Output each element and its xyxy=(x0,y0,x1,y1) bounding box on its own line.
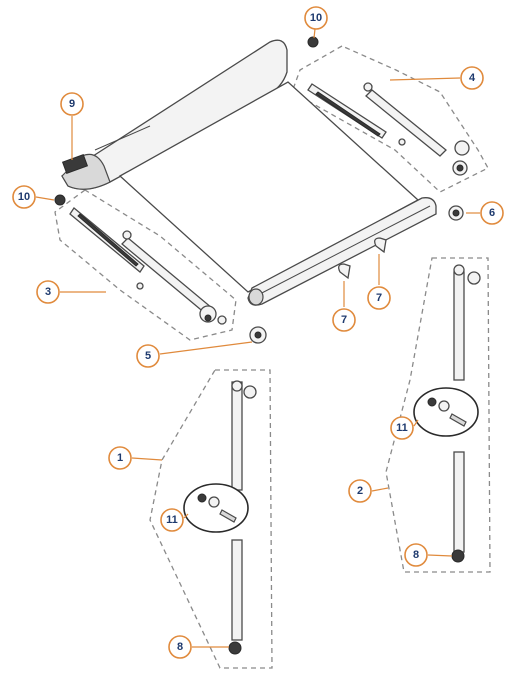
callout-number: 7 xyxy=(341,314,347,326)
clip-left xyxy=(338,263,351,280)
end-cap-top xyxy=(307,36,319,48)
callout-ring xyxy=(404,543,428,567)
callout-c10a: 10 xyxy=(304,6,328,30)
end-cap-left xyxy=(54,194,66,206)
callout-ring xyxy=(168,635,192,659)
leader-1 xyxy=(131,457,163,461)
callout-ring xyxy=(460,66,484,90)
callout-ring xyxy=(36,280,60,304)
callout-ring xyxy=(348,479,372,503)
callout-c11b: 11 xyxy=(390,416,414,440)
callout-c3: 3 xyxy=(36,280,60,304)
group-3-parts xyxy=(69,207,227,325)
oval-inset-left xyxy=(183,483,249,533)
callout-c2: 2 xyxy=(348,479,372,503)
callout-number: 6 xyxy=(489,207,495,219)
callout-c1: 1 xyxy=(108,446,132,470)
leader-5 xyxy=(159,341,253,355)
callout-number: 8 xyxy=(413,549,419,561)
callout-c7b: 7 xyxy=(367,286,391,310)
callout-c6: 6 xyxy=(480,201,504,225)
callout-ring xyxy=(60,92,84,116)
callout-ring xyxy=(108,446,132,470)
oval-inset-right xyxy=(413,387,479,437)
callout-number: 3 xyxy=(45,286,51,298)
callout-ring xyxy=(160,508,184,532)
callout-ring xyxy=(332,308,356,332)
callout-c4: 4 xyxy=(460,66,484,90)
callout-number: 4 xyxy=(469,72,476,84)
clip-right xyxy=(374,237,387,254)
callout-number: 10 xyxy=(18,191,30,203)
callout-number: 1 xyxy=(117,452,123,464)
callout-c11a: 11 xyxy=(160,508,184,532)
callout-number: 8 xyxy=(177,641,183,653)
end-cap-front xyxy=(249,326,267,344)
callout-number: 10 xyxy=(310,12,322,24)
group-2-parts xyxy=(451,264,481,563)
callout-c7a: 7 xyxy=(332,308,356,332)
group-outline-1 xyxy=(149,369,273,669)
leader-10-left xyxy=(35,196,55,201)
callout-number: 7 xyxy=(376,292,382,304)
callout-number: 2 xyxy=(357,485,363,497)
callout-number: 5 xyxy=(145,350,151,362)
callout-number: 9 xyxy=(69,98,75,110)
callout-c8a: 8 xyxy=(168,635,192,659)
callout-c10b: 10 xyxy=(12,185,36,209)
callout-number: 11 xyxy=(396,422,408,434)
leader-11-left xyxy=(183,513,189,519)
leader-10-top xyxy=(313,28,316,39)
callout-c8b: 8 xyxy=(404,543,428,567)
group-outline-3 xyxy=(54,189,237,341)
front-bar xyxy=(247,197,437,306)
group-outline-2 xyxy=(385,257,491,573)
callout-c9: 9 xyxy=(60,92,84,116)
callout-number: 11 xyxy=(166,514,178,526)
callout-ring xyxy=(12,185,36,209)
callout-ring xyxy=(480,201,504,225)
leader-4 xyxy=(389,77,461,81)
end-cap-right xyxy=(448,205,464,221)
callout-ring xyxy=(136,344,160,368)
group-4-parts xyxy=(307,82,470,176)
callout-ring xyxy=(367,286,391,310)
leader-8-right xyxy=(427,554,453,557)
leader-11-right xyxy=(413,419,419,427)
callout-ring xyxy=(304,6,328,30)
callout-ring xyxy=(390,416,414,440)
leader-2 xyxy=(371,487,389,492)
callout-c5: 5 xyxy=(136,344,160,368)
cassette-top-housing xyxy=(61,39,288,190)
